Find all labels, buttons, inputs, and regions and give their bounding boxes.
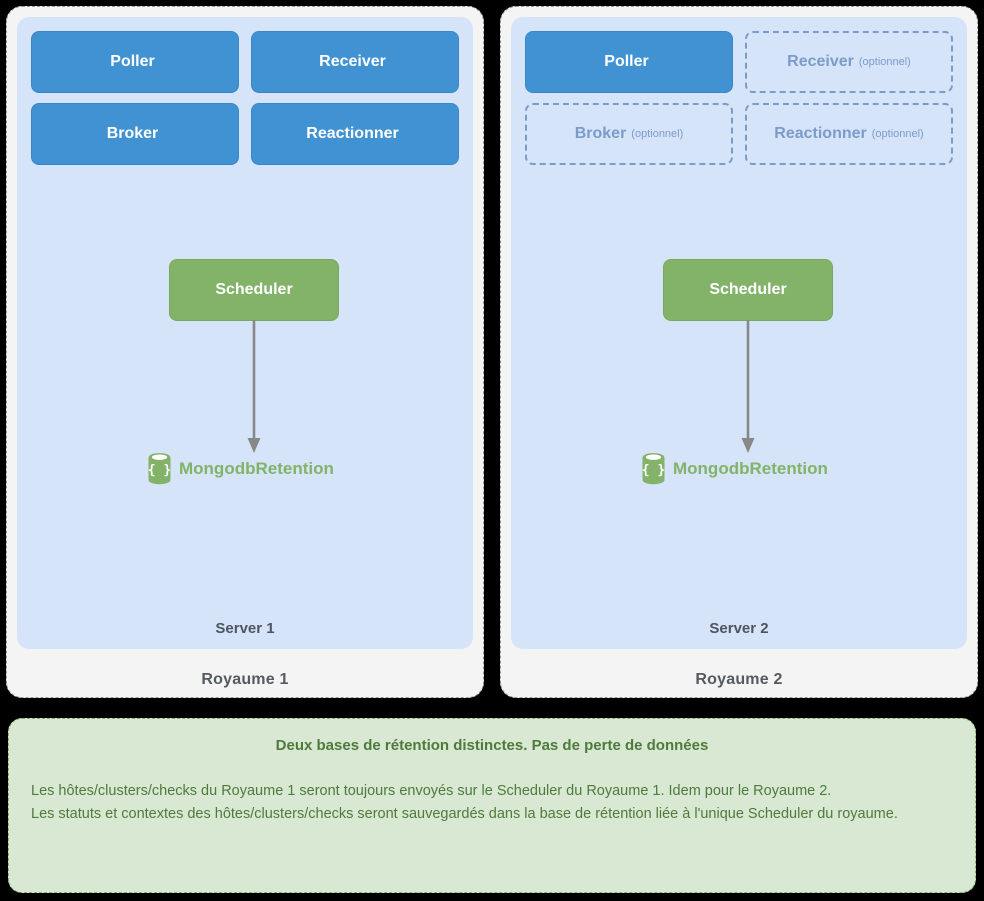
scheduler-box-1[interactable]: Scheduler xyxy=(169,259,339,321)
database-icon: { } xyxy=(642,453,665,485)
daemon-box-poller-2[interactable]: Poller xyxy=(525,31,733,93)
daemon-box-reactionner-2[interactable]: Reactionner (optionnel) xyxy=(745,103,953,165)
daemon-box-broker-2[interactable]: Broker (optionnel) xyxy=(525,103,733,165)
server-label-1: Server 1 xyxy=(215,620,275,637)
daemon-optional-tag: (optionnel) xyxy=(858,56,911,68)
retention-node-1[interactable]: { } MongodbRetention xyxy=(147,452,334,485)
note-line-2: Les statuts et contextes des hôtes/clust… xyxy=(31,806,898,823)
database-icon: { } xyxy=(148,453,171,485)
scheduler-to-retention-arrow-1 xyxy=(247,320,261,453)
daemon-box-broker-1[interactable]: Broker xyxy=(31,103,239,165)
realm-label-1: Royaume 1 xyxy=(201,671,289,688)
note-line-1: Les hôtes/clusters/checks du Royaume 1 s… xyxy=(31,783,832,799)
scheduler-label: Scheduler xyxy=(215,281,293,298)
daemon-box-receiver-2[interactable]: Receiver (optionnel) xyxy=(745,31,953,93)
retention-label: MongodbRetention xyxy=(179,458,334,478)
svg-text:{ }: { } xyxy=(148,463,171,478)
daemon-label: Broker xyxy=(106,125,159,142)
realm-label-2: Royaume 2 xyxy=(695,671,783,688)
realm-card-2: Poller Receiver (optionnel) Broker (opti… xyxy=(500,6,978,698)
server-label-2: Server 2 xyxy=(709,620,769,637)
scheduler-to-retention-arrow-2 xyxy=(741,320,755,453)
retention-label: MongodbRetention xyxy=(673,458,828,478)
daemon-label: Receiver xyxy=(319,53,386,70)
note-panel: Deux bases de rétention distinctes. Pas … xyxy=(8,718,976,893)
daemon-optional-tag: (optionnel) xyxy=(871,128,924,140)
scheduler-label: Scheduler xyxy=(709,281,787,298)
retention-node-2[interactable]: { } MongodbRetention xyxy=(641,452,828,485)
daemon-label: Poller xyxy=(604,53,649,70)
daemon-label: Broker xyxy=(574,125,627,142)
daemon-label: Reactionner xyxy=(774,125,867,142)
daemon-grid-2: Poller Receiver (optionnel) Broker (opti… xyxy=(525,31,953,165)
scheduler-box-2[interactable]: Scheduler xyxy=(663,259,833,321)
note-title: Deux bases de rétention distinctes. Pas … xyxy=(275,737,709,754)
realm-card-1: Poller Receiver Broker Reactionner Sched xyxy=(6,6,484,698)
server-panel-1: Poller Receiver Broker Reactionner Sched xyxy=(17,17,473,649)
daemon-box-reactionner-1[interactable]: Reactionner xyxy=(251,103,459,165)
note-body: Les hôtes/clusters/checks du Royaume 1 s… xyxy=(31,780,953,827)
daemon-optional-tag: (optionnel) xyxy=(631,128,684,140)
daemon-label: Poller xyxy=(110,53,155,70)
daemon-label: Receiver xyxy=(787,53,854,70)
daemon-label: Reactionner xyxy=(306,125,399,142)
server-panel-2: Poller Receiver (optionnel) Broker (opti… xyxy=(511,17,967,649)
daemon-box-receiver-1[interactable]: Receiver xyxy=(251,31,459,93)
daemon-box-poller-1[interactable]: Poller xyxy=(31,31,239,93)
daemon-grid-1: Poller Receiver Broker Reactionner xyxy=(31,31,459,165)
svg-text:{ }: { } xyxy=(642,463,665,478)
